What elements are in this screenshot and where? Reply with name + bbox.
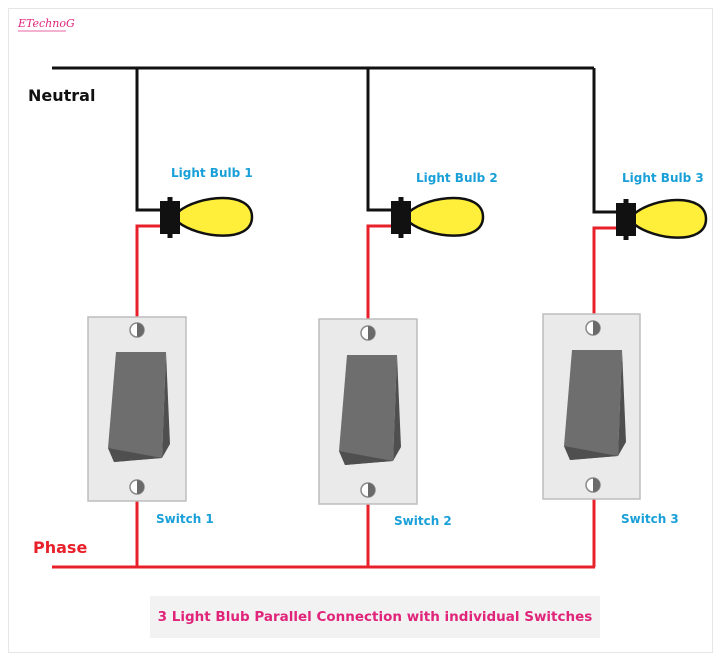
bulb-label-2: Light Bulb 2 [416, 171, 498, 185]
switch-rocker-1 [108, 352, 166, 462]
bulb-label-3: Light Bulb 3 [622, 171, 704, 185]
switch-label-1: Switch 1 [156, 512, 214, 526]
switch-to-bulb-wire-2 [366, 224, 393, 320]
neutral-branch-2 [366, 68, 393, 212]
switch-label-2: Switch 2 [394, 514, 452, 528]
bulb-glass-3 [632, 198, 708, 239]
neutral-branch-3 [592, 68, 618, 214]
neutral-wiring [52, 66, 618, 214]
phase-wiring [52, 224, 618, 569]
switch-rocker-2 [339, 355, 397, 465]
light-bulb-2: Light Bulb 2 [391, 171, 498, 238]
light-bulb-1: Light Bulb 1 [160, 166, 254, 238]
neutral-label: Neutral [28, 86, 95, 105]
bulb-label-1: Light Bulb 1 [171, 166, 253, 180]
switch-rocker-3 [564, 350, 622, 460]
phase-label: Phase [33, 538, 87, 557]
light-bulb-3: Light Bulb 3 [616, 171, 708, 240]
bulb-glass-2 [407, 196, 485, 237]
bulb-glass-1 [176, 196, 254, 237]
switch-to-bulb-wire-3 [592, 226, 618, 315]
switch-label-3: Switch 3 [621, 512, 679, 526]
switch-3: Switch 3 [542, 313, 679, 526]
etechnog-logo: ETechnoG [17, 17, 75, 32]
caption-box: 3 Light Blub Parallel Connection with in… [150, 596, 600, 638]
switch-to-bulb-wire-1 [135, 224, 162, 318]
switch-1: Switch 1 [87, 316, 214, 526]
logo-text: ETechnoG [17, 17, 75, 30]
diagram-caption: 3 Light Blub Parallel Connection with in… [157, 609, 593, 625]
neutral-branch-1 [135, 68, 162, 212]
switch-2: Switch 2 [318, 318, 452, 528]
